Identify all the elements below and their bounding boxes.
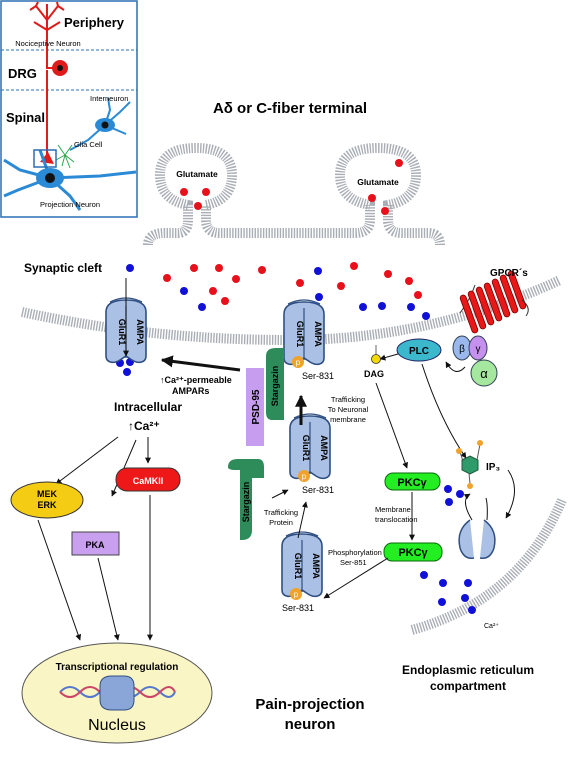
dag-label: DAG (364, 369, 384, 379)
trafficking-protein-label-2: Protein (269, 518, 293, 527)
inset-spinal-label: Spinal (6, 110, 45, 125)
glur1-label: GluR1 (293, 553, 303, 580)
ampa-label: AMPA (319, 435, 329, 461)
inset-interneuron-label: Interneuron (90, 94, 128, 103)
pkc-node-bottom: PKCγ (383, 542, 443, 562)
transcriptional-label: Transcriptional regulation (56, 662, 179, 673)
trafficking-neuronal-label-3: membrane (330, 415, 366, 424)
pain-projection-label-2: neuron (285, 716, 336, 733)
glur1-label: GluR1 (117, 319, 127, 346)
psd95-box: PSD-95 (246, 368, 264, 446)
phosphorylation-label-2: Ser-851 (340, 558, 367, 567)
g-protein-icon: β γ α (452, 335, 498, 387)
arrow-stargazin-to-ampa (271, 489, 289, 499)
phosphorylation-label-1: Phosphorylation (328, 548, 382, 557)
ip3-receptor-channel (458, 519, 496, 560)
glur1-label: GluR1 (295, 321, 305, 348)
stargazin-bottom: Stargazin (228, 459, 264, 540)
ca-permeable-label-1: ↑Ca²⁺-permeable (160, 375, 232, 385)
gpcr-icon (459, 270, 529, 334)
ampa-receptor-membrane-center: GluR1 AMPA p Ser-831 (283, 299, 334, 381)
camkii-label: CaMKII (133, 476, 164, 486)
stargazin-label: Stargazin (241, 482, 251, 523)
ser831-label: Ser-831 (282, 603, 314, 613)
glia-cell-icon (55, 144, 75, 169)
er-label-2: compartment (430, 679, 506, 693)
ampa-receptor-bottom: GluR1 AMPA p Ser-831 (281, 531, 323, 613)
synaptic-cleft-label: Synaptic cleft (24, 261, 102, 275)
ampa-label: AMPA (311, 553, 321, 579)
membrane-translocation-label-1: Membrane (375, 505, 411, 514)
ip3-label: IP₃ (486, 462, 500, 473)
ca-permeable-label-2: AMPARs (172, 386, 209, 396)
mek-label: MEK (37, 489, 58, 499)
pkc-top-label: PKCγ (397, 477, 427, 489)
camkii-node: CaMKII (115, 467, 181, 492)
ca2-er-label: Ca²⁺ (484, 623, 499, 630)
inset-drg-label: DRG (8, 66, 37, 81)
beta-label: β (459, 344, 465, 355)
pkc-node-top: PKCγ (384, 472, 441, 491)
pkc-bottom-label: PKCγ (398, 547, 428, 559)
membrane-translocation-label-2: translocation (375, 515, 418, 524)
psd95-label: PSD-95 (251, 389, 262, 424)
intracellular-label: Intracellular (114, 400, 182, 414)
inset-panel: Periphery Nociceptive Neuron DRG Spinal … (0, 0, 138, 218)
ampa-label: AMPA (313, 321, 323, 347)
nucleus: Transcriptional regulation Nucleus (21, 642, 213, 744)
phospho-label: p (296, 358, 301, 367)
inset-glia-label: Glia Cell (74, 140, 103, 149)
arrow-ampa-up (297, 501, 308, 539)
erk-label: ERK (37, 500, 57, 510)
ampa-label: AMPA (135, 319, 145, 345)
glutamate-label-left: Glutamate (176, 169, 218, 179)
zoom-box (33, 149, 57, 168)
arrow-to-mek (55, 436, 119, 485)
phospho-label: p (294, 590, 299, 599)
ser831-label: Ser-831 (302, 485, 334, 495)
glutamate-label-right: Glutamate (357, 177, 399, 187)
inset-periphery-label: Periphery (64, 15, 125, 30)
plc-node: PLC (396, 338, 442, 362)
terminal-title: Aδ or C-fiber terminal (213, 100, 367, 117)
nucleus-label: Nucleus (88, 717, 146, 734)
pka-label: PKA (85, 540, 105, 550)
trafficking-neuronal-label-2: To Neuronal (328, 405, 369, 414)
arrow-to-ca-permeable (160, 355, 241, 372)
stargazin-label: Stargazin (270, 366, 280, 407)
alpha-label: α (480, 366, 488, 381)
trafficking-neuronal-label-1: Trafficking (331, 395, 365, 404)
inset-nociceptive-label: Nociceptive Neuron (15, 39, 80, 48)
mek-erk-node: MEK ERK (10, 481, 84, 519)
ip3-icon (456, 440, 483, 489)
pka-node: PKA (71, 531, 120, 556)
presynaptic-membrane (143, 142, 445, 246)
er-membrane (410, 498, 567, 635)
ser831-label: Ser-831 (302, 371, 334, 381)
phospho-label: p (302, 472, 307, 481)
stargazin-top: Stargazin (266, 348, 284, 420)
trafficking-protein-label-1: Trafficking (264, 508, 298, 517)
gpcrs-label: GPCR´s (490, 268, 528, 279)
ampa-receptor-trafficking: GluR1 AMPA p Ser-831 (289, 413, 334, 495)
pain-projection-label-1: Pain-projection (255, 696, 364, 713)
dag-icon (371, 345, 381, 364)
glutamate-dots (116, 159, 422, 319)
ca-increase-label: ↑Ca²⁺ (128, 419, 160, 433)
gamma-label: γ (476, 344, 481, 355)
plc-label: PLC (409, 346, 429, 357)
inset-projection-label: Projection Neuron (40, 200, 100, 209)
glur1-label: GluR1 (301, 435, 311, 462)
er-label-1: Endoplasmic reticulum (402, 663, 534, 677)
